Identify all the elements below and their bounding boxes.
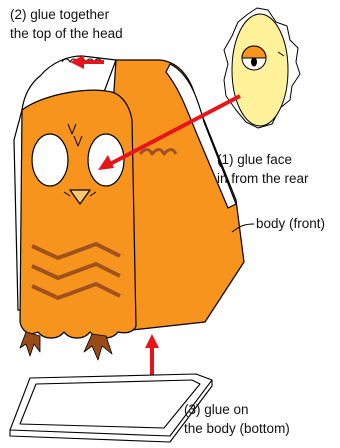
feet <box>20 332 112 360</box>
owl-body-icon <box>14 56 244 360</box>
step3-label-line2: the body (bottom) <box>184 420 290 437</box>
step1-label-line2: in from the rear <box>217 170 309 187</box>
face-eye-pupil <box>252 58 257 66</box>
step3-label-line1: (3) glue on <box>184 401 249 418</box>
step1-label-line1: (1) glue face <box>217 151 292 168</box>
arrow-step3-head <box>145 334 159 348</box>
left-eye-hole <box>32 134 68 186</box>
base-tray-icon <box>10 374 212 442</box>
step2-label-line1: (2) glue together <box>10 6 109 23</box>
body-front-label: body (front) <box>256 215 325 232</box>
owl-face-piece-icon <box>224 8 300 128</box>
body-front-panel <box>20 90 136 338</box>
face-piece-oval <box>232 14 288 126</box>
step2-label-line2: the top of the head <box>10 25 123 42</box>
left-foot <box>20 332 40 356</box>
